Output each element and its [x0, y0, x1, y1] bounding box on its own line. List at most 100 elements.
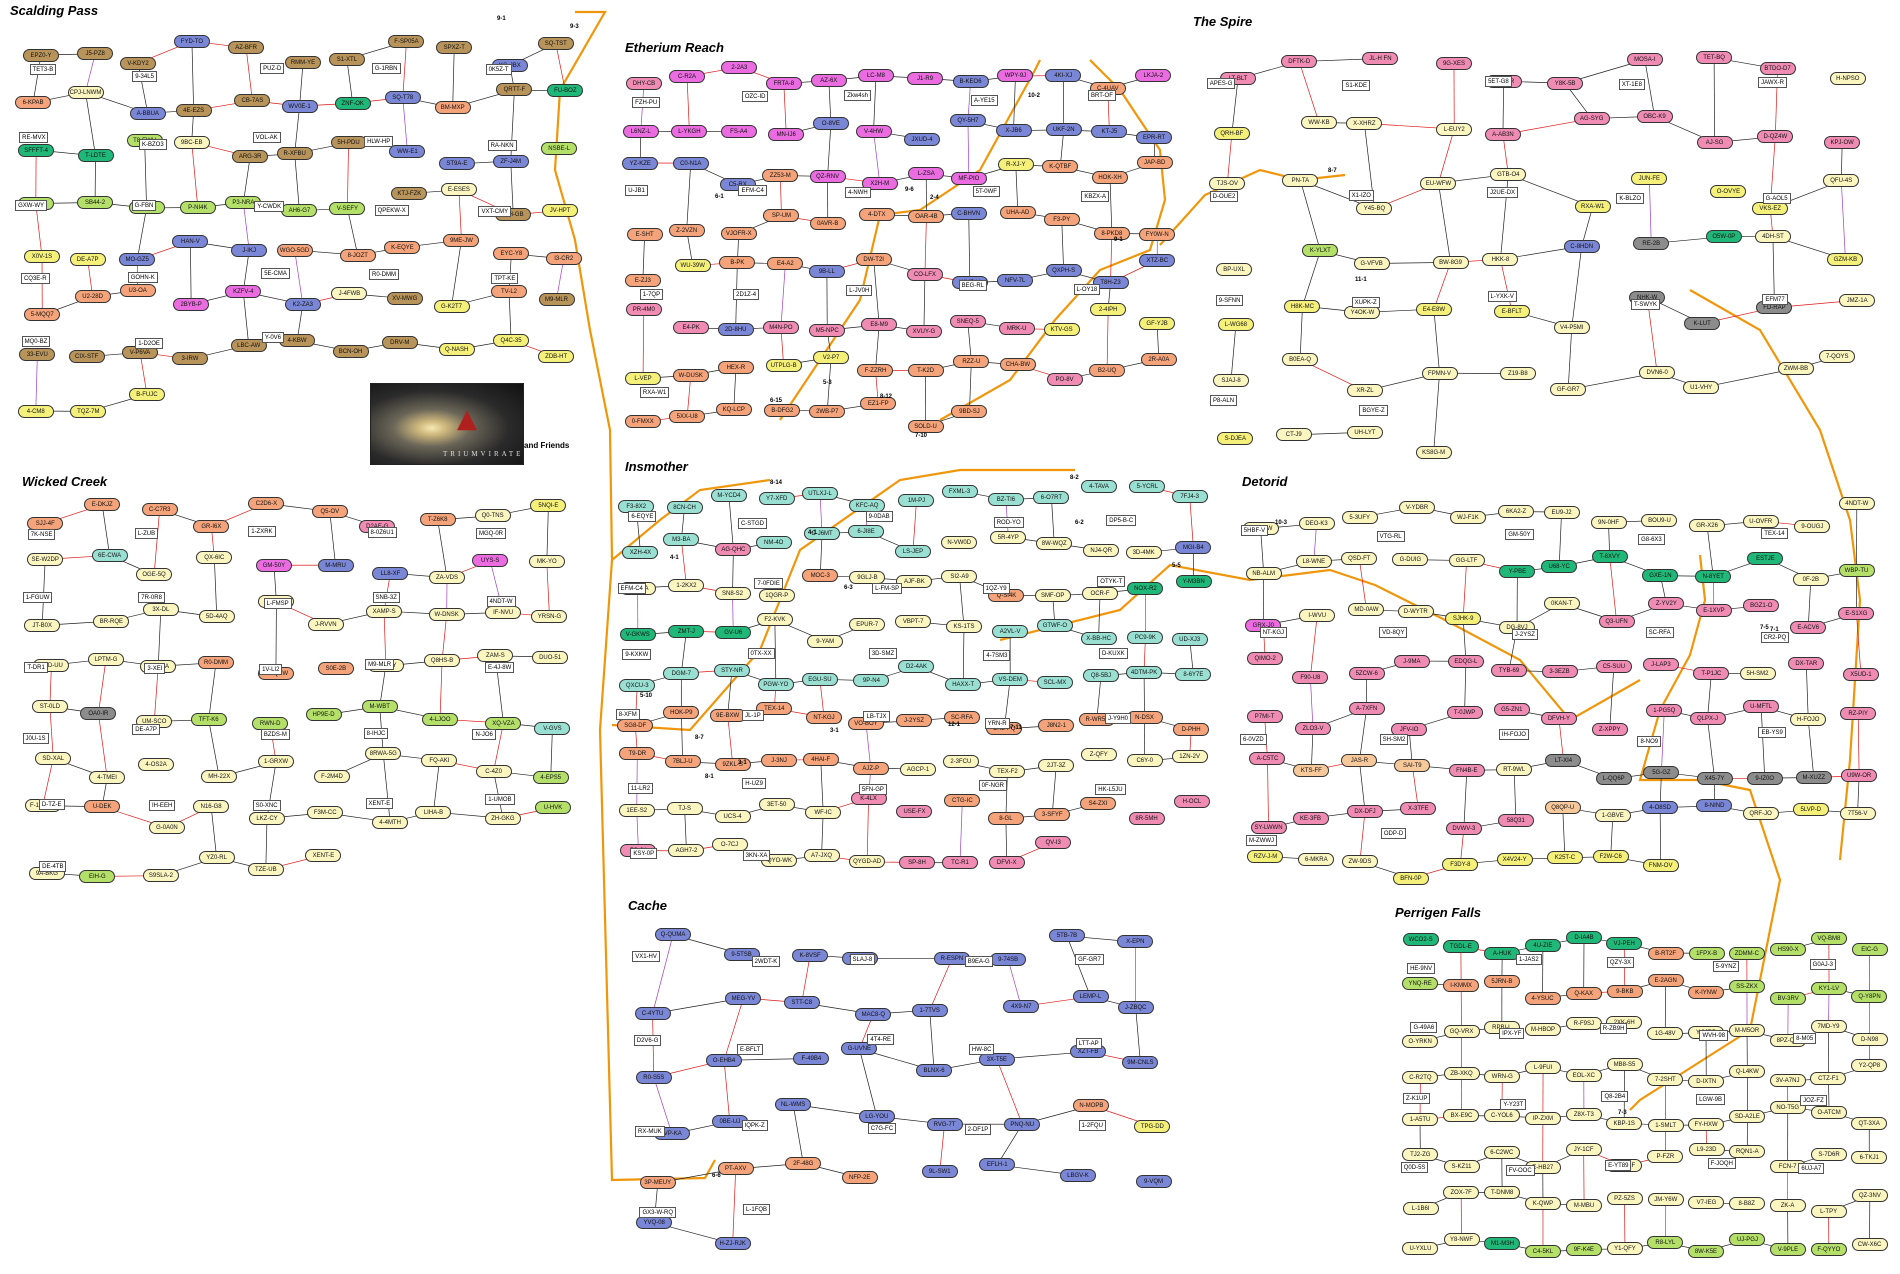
system-node[interactable]: 4HAI-F	[802, 753, 839, 767]
system-node[interactable]: E-DKJZ	[84, 498, 121, 512]
system-node[interactable]: C-BHVN	[950, 206, 987, 220]
system-node[interactable]: D-QZ4W	[1757, 130, 1794, 144]
system-node[interactable]: CHA-BW	[999, 358, 1036, 372]
system-node[interactable]: UTPLG-B	[765, 358, 802, 372]
system-node[interactable]: U68-YC	[1541, 560, 1578, 574]
system-node[interactable]: UYS-S	[472, 554, 509, 568]
system-node[interactable]: 4NDT-W	[1838, 497, 1875, 511]
system-node[interactable]: H-NPSO	[1829, 72, 1866, 86]
system-node[interactable]: N-MOPB	[1073, 1099, 1110, 1113]
system-node[interactable]: X5UD-1	[1842, 668, 1879, 682]
system-node[interactable]: P7MI-T	[1246, 710, 1283, 724]
system-node[interactable]: A-AB3N	[1484, 128, 1521, 142]
system-node[interactable]: 33-EVU	[19, 348, 56, 362]
system-node[interactable]: 6KA2-Z	[1498, 505, 1535, 519]
system-node[interactable]: 5XX-U8	[669, 409, 706, 423]
system-node[interactable]: QV-I3	[1035, 836, 1072, 850]
system-node[interactable]: K-YLXT	[1302, 244, 1339, 258]
system-node[interactable]: Q-KAX	[1565, 986, 1602, 1000]
system-node[interactable]: 3ET-50	[758, 798, 795, 812]
system-node[interactable]: O-7CJ	[711, 837, 748, 851]
system-node[interactable]: MD-0AW	[1348, 603, 1385, 617]
system-node[interactable]: J8N2-1	[1038, 718, 1075, 732]
system-node[interactable]: Q-NASH	[438, 343, 475, 357]
system-node[interactable]: IF-NVU	[485, 605, 522, 619]
system-node[interactable]: MN-IJ6	[768, 127, 805, 141]
system-node[interactable]: EPR-RT	[1136, 131, 1173, 145]
system-node[interactable]: 3D-4MK	[1125, 546, 1162, 560]
system-node[interactable]: 5-MQQ7	[24, 308, 61, 322]
system-node[interactable]: 8W-WQZ	[1036, 537, 1073, 551]
system-node[interactable]: 1ZN-2V	[1171, 750, 1208, 764]
system-node[interactable]: SC-RFA	[943, 710, 980, 724]
system-node[interactable]: I-KMMX	[1443, 978, 1480, 992]
system-node[interactable]: TGDL-E	[1442, 940, 1479, 954]
system-node[interactable]: RVG-7T	[926, 1117, 963, 1131]
system-node[interactable]: ZMT-J	[668, 624, 705, 638]
system-node[interactable]: 4KI-XJ	[1045, 69, 1082, 83]
system-node[interactable]: 4-DTX	[858, 208, 895, 222]
system-node[interactable]: OAR-4B	[908, 209, 945, 223]
system-node[interactable]: XTZ-BC	[1139, 253, 1176, 267]
system-node[interactable]: C6Y-0	[1126, 754, 1163, 768]
system-node[interactable]: B2-UQ	[1089, 363, 1126, 377]
system-node[interactable]: ZWM-BB	[1777, 361, 1814, 375]
system-node[interactable]: F3-8X2	[618, 499, 655, 513]
system-node[interactable]: BP-UXL	[1216, 262, 1253, 276]
system-node[interactable]: J-RVVN	[307, 617, 344, 631]
system-node[interactable]: L-TPY	[1810, 1204, 1847, 1218]
system-node[interactable]: 9L-SW1	[921, 1165, 958, 1179]
system-node[interactable]: V4-P5MI	[1553, 321, 1590, 335]
system-node[interactable]: 7MD-Y9	[1810, 1019, 1847, 1033]
system-node[interactable]: UKF-2N	[1045, 123, 1082, 137]
system-node[interactable]: AGCP-1	[900, 762, 937, 776]
system-node[interactable]: S-7D6R	[1811, 1147, 1848, 1161]
system-node[interactable]: SN8-S2	[714, 586, 751, 600]
system-node[interactable]: NFV-7L	[997, 274, 1034, 288]
system-node[interactable]: KBP-1S	[1606, 1116, 1643, 1130]
system-node[interactable]: NSBE-L	[541, 142, 578, 156]
system-node[interactable]: OCR-F	[1082, 586, 1119, 600]
system-node[interactable]: N-8YET	[1695, 569, 1732, 583]
system-node[interactable]: DVWV-3	[1445, 822, 1482, 836]
system-node[interactable]: E-2AGN	[1647, 973, 1684, 987]
system-node[interactable]: TJS-OV	[1209, 177, 1246, 191]
system-node[interactable]: KS-1TS	[945, 620, 982, 634]
system-node[interactable]: C-J6MT	[804, 527, 841, 541]
system-node[interactable]: GF-GR7	[1550, 383, 1587, 397]
system-node[interactable]: 9-IZ0O	[1746, 771, 1783, 785]
system-node[interactable]: E-BFLT	[1493, 304, 1530, 318]
system-node[interactable]: 9ZKL-S	[714, 757, 751, 771]
system-node[interactable]: K2-ZA3	[284, 297, 321, 311]
system-node[interactable]: WPY-9J	[997, 69, 1034, 83]
system-node[interactable]: Y-M3BN	[1175, 574, 1212, 588]
system-node[interactable]: V-KDY2	[120, 56, 157, 70]
system-node[interactable]: 1-SMLT	[1647, 1118, 1684, 1132]
system-node[interactable]: U2-28D	[74, 289, 111, 303]
system-node[interactable]: F90-U8	[1292, 670, 1329, 684]
system-node[interactable]: SAI-T9	[1394, 758, 1431, 772]
system-node[interactable]: 9-5TSB	[723, 947, 760, 961]
system-node[interactable]: 1M-PJ	[898, 494, 935, 508]
system-node[interactable]: 4-TAVA	[1081, 479, 1117, 493]
system-node[interactable]: C-YOL6	[1483, 1109, 1520, 1123]
system-node[interactable]: T-P1JC	[1693, 667, 1730, 681]
system-node[interactable]: Q8-5BJ	[1083, 669, 1119, 683]
system-node[interactable]: MF-PIO	[950, 171, 987, 185]
system-node[interactable]: J-2YSZ	[896, 714, 933, 728]
system-node[interactable]: Z8X-T3	[1565, 1108, 1602, 1122]
system-node[interactable]: BX-E9C	[1443, 1109, 1480, 1123]
system-node[interactable]: UJ-PGJ	[1729, 1233, 1766, 1247]
system-node[interactable]: V-GKWS	[619, 628, 656, 642]
system-node[interactable]: Q4C-35	[493, 333, 530, 347]
system-node[interactable]: I-WVU	[1299, 608, 1336, 622]
system-node[interactable]: 8RWA-5G	[365, 747, 402, 761]
system-node[interactable]: MK-YO	[528, 555, 565, 569]
system-node[interactable]: QIMO-2	[1247, 652, 1284, 666]
system-node[interactable]: XAMP-S	[366, 604, 403, 618]
system-node[interactable]: ZNF-OK	[334, 96, 371, 110]
system-node[interactable]: G-DUIG	[1392, 553, 1429, 567]
system-node[interactable]: NM-4O	[755, 535, 792, 549]
system-node[interactable]: HOK-P9	[663, 705, 700, 719]
system-node[interactable]: SFFFT-4	[18, 143, 55, 157]
